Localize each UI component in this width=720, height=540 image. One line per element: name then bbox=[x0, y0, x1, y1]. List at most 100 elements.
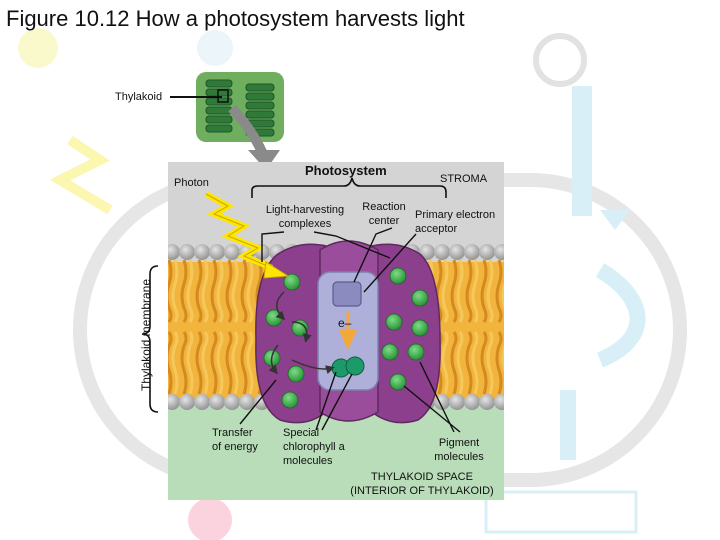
light-harvesting-pointer-right bbox=[313, 231, 391, 259]
lipid-tail bbox=[195, 331, 203, 395]
lipid-tail bbox=[495, 259, 503, 323]
pigment-molecule bbox=[385, 313, 403, 331]
granum-disc bbox=[245, 83, 275, 92]
lipid-head bbox=[479, 394, 495, 410]
lipid-tail bbox=[456, 259, 464, 323]
lipid-tail bbox=[240, 259, 248, 323]
pigment-molecule bbox=[283, 273, 301, 291]
lipid-head bbox=[168, 394, 180, 410]
lipid-tail bbox=[501, 332, 504, 394]
lipid-tail bbox=[180, 259, 188, 323]
pigment-molecule bbox=[381, 343, 399, 361]
faded-sun-circle bbox=[18, 28, 58, 68]
zoom-arrow-head bbox=[248, 150, 280, 170]
photon-zigzag-outline bbox=[205, 193, 273, 269]
faded-ring bbox=[533, 33, 587, 87]
electron-transfer-arrow bbox=[339, 330, 357, 350]
special-chlorophyll-label: Special chlorophyll a molecules bbox=[283, 426, 345, 468]
lipid-tail bbox=[246, 331, 254, 395]
lipid-tail bbox=[231, 259, 239, 323]
transfer-energy-label-line-2: of energy bbox=[212, 441, 258, 453]
pigment-molecule bbox=[389, 267, 407, 285]
photon-label: Photon bbox=[174, 177, 209, 189]
reaction-center-label-line-1: Reaction bbox=[362, 201, 406, 213]
special-chlorophyll-label-line-1: Special bbox=[283, 427, 320, 439]
pigment-molecules-label: Pigment molecules bbox=[424, 436, 494, 464]
lipid-tail bbox=[480, 331, 488, 395]
transfer-energy-pointer bbox=[239, 379, 277, 425]
photosystem-bracket bbox=[251, 177, 447, 198]
energy-transfer-arrow-1 bbox=[275, 291, 286, 321]
lipid-head bbox=[224, 244, 240, 260]
pigment-molecule bbox=[287, 365, 305, 383]
lipid-tail bbox=[180, 331, 188, 395]
reaction-center-pointer bbox=[353, 227, 393, 283]
lipid-head bbox=[239, 394, 255, 410]
granum-disc bbox=[205, 79, 233, 88]
lipid-tail bbox=[501, 260, 504, 322]
lipid-head bbox=[494, 394, 504, 410]
lipid-tail bbox=[186, 259, 194, 323]
lipid-head bbox=[434, 244, 450, 260]
energy-transfer-arrow-2 bbox=[291, 321, 312, 343]
lipid-head bbox=[449, 244, 465, 260]
lipid-head bbox=[168, 244, 180, 260]
lipid-tail bbox=[240, 331, 248, 395]
lipid-tail bbox=[456, 331, 464, 395]
faded-cloud-circle bbox=[197, 30, 233, 66]
lipid-tail bbox=[171, 331, 179, 395]
lipid-tail bbox=[168, 259, 173, 323]
lipid-tail bbox=[168, 331, 173, 395]
pigment-molecule bbox=[389, 373, 407, 391]
light-harvesting-label-line-1: Light-harvesting bbox=[265, 204, 345, 216]
pigment-molecule bbox=[411, 289, 429, 307]
primary-acceptor-label-line-2: acceptor bbox=[415, 223, 458, 235]
thylakoid-space-label-line-1: THYLAKOID SPACE bbox=[371, 471, 473, 483]
lipid-tail bbox=[450, 331, 458, 395]
thylakoid-space-label-line-2: (INTERIOR OF THYLAKOID) bbox=[350, 485, 494, 497]
lipid-head bbox=[194, 394, 210, 410]
faded-arrowhead bbox=[600, 210, 630, 230]
photosystem-label: Photosystem bbox=[305, 163, 387, 178]
lipid-tail bbox=[471, 259, 479, 323]
light-harvesting-pointer-left bbox=[261, 231, 285, 262]
thylakoid-space-label: THYLAKOID SPACE (INTERIOR OF THYLAKOID) bbox=[336, 470, 508, 498]
thylakoid-membrane-label: Thylakoid membrane bbox=[139, 278, 153, 392]
pigment-molecules-label-line-2: molecules bbox=[434, 451, 484, 463]
light-harvesting-complex-left bbox=[255, 243, 327, 424]
light-harvesting-label-line-2: complexes bbox=[278, 218, 332, 230]
lipid-tail bbox=[465, 259, 473, 323]
lipid-head bbox=[224, 394, 240, 410]
lipid-tail bbox=[225, 331, 233, 395]
zoom-arrow-shaft bbox=[228, 104, 267, 155]
lipid-head bbox=[464, 244, 480, 260]
lipid-head bbox=[179, 394, 195, 410]
thylakoid-label: Thylakoid bbox=[115, 91, 163, 103]
chloroplast-inset-image bbox=[196, 72, 284, 142]
special-chlorophyll-a-2 bbox=[345, 356, 365, 376]
granum-disc bbox=[205, 115, 233, 124]
pigment-molecules-label-line-1: Pigment bbox=[438, 437, 480, 449]
lipid-head bbox=[194, 244, 210, 260]
lipid-tail bbox=[486, 331, 494, 395]
granum-disc bbox=[205, 124, 233, 133]
photon-arrowhead bbox=[263, 261, 290, 279]
pigment-pointer-1 bbox=[419, 361, 455, 433]
lipid-tail bbox=[441, 259, 449, 323]
granum-disc bbox=[245, 92, 275, 101]
lipid-head bbox=[449, 394, 465, 410]
primary-acceptor-pointer bbox=[363, 233, 417, 293]
figure-title: Figure 10.12 How a photosystem harvests … bbox=[6, 6, 465, 31]
lipid-head bbox=[464, 394, 480, 410]
special-chlorophyll-pointer-2 bbox=[321, 373, 353, 431]
lipid-tail bbox=[201, 331, 209, 395]
lipid-tail bbox=[231, 331, 239, 395]
lipid-tail bbox=[471, 331, 479, 395]
faded-photon-zigzag bbox=[49, 135, 113, 215]
faded-pink-circle bbox=[188, 498, 232, 540]
lipid-tail bbox=[486, 259, 494, 323]
lipid-head bbox=[209, 244, 225, 260]
reaction-center-label-line-2: center bbox=[368, 215, 400, 227]
thylakoid-membrane-brace bbox=[141, 265, 159, 413]
